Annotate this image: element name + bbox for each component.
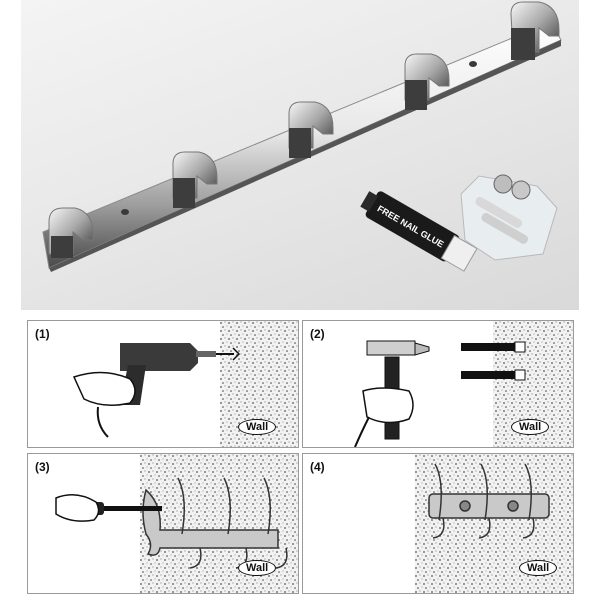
wall-label: Wall xyxy=(511,419,550,435)
product-photo: FREE NAIL GLUE xyxy=(21,0,579,310)
step-3-panel: (3) Wall xyxy=(27,453,299,594)
hook xyxy=(288,101,334,158)
wall-label: Wall xyxy=(519,560,558,576)
step-number: (2) xyxy=(310,327,325,341)
step-4-panel: (4) Wall xyxy=(302,453,574,594)
hand-icon xyxy=(55,494,100,522)
wall-label: Wall xyxy=(238,560,277,576)
wall-label: Wall xyxy=(238,419,277,435)
step-number: (3) xyxy=(35,460,50,474)
hook xyxy=(172,151,218,208)
coat-hook-rail-icon xyxy=(428,463,550,539)
step-number: (1) xyxy=(35,327,50,341)
screw-kit xyxy=(460,174,558,261)
wall-anchor-icon xyxy=(461,341,526,381)
hook xyxy=(404,53,450,110)
hook xyxy=(510,1,560,60)
step-1-panel: (1) Wall xyxy=(27,320,299,448)
wall-texture xyxy=(140,454,298,593)
step-2-panel: (2) Wall xyxy=(302,320,574,448)
step-number: (4) xyxy=(310,460,325,474)
hand-icon xyxy=(72,371,136,438)
glue-tube: FREE NAIL GLUE xyxy=(360,191,478,272)
coat-hook-rail-icon xyxy=(142,477,288,569)
hand-icon xyxy=(354,387,414,447)
hook xyxy=(48,207,94,258)
